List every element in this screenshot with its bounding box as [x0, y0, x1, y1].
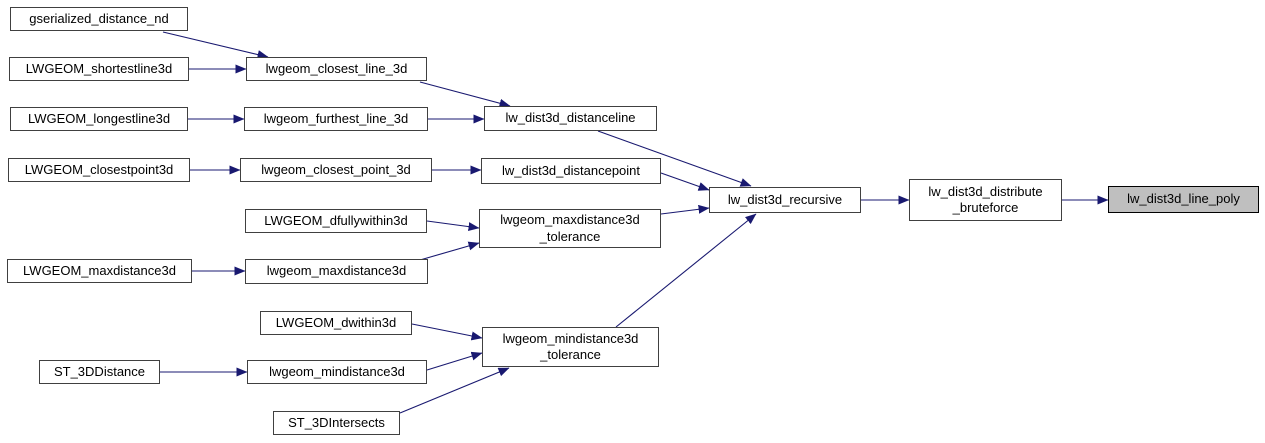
edge-lwgeom_mindistance3d_tolerance-lw_dist3d_recursive [615, 213, 757, 328]
node-lwgeom-dwithin3d[interactable]: LWGEOM_dwithin3d [260, 311, 412, 335]
node-lwgeom-closest-line-3d[interactable]: lwgeom_closest_line_3d [246, 57, 427, 81]
node-lw-dist3d-distancepoint[interactable]: lw_dist3d_distancepoint [481, 158, 661, 184]
node-lwgeom-closestpoint3d[interactable]: LWGEOM_closestpoint3d [8, 158, 190, 182]
node-lwgeom-furthest-line-3d[interactable]: lwgeom_furthest_line_3d [244, 107, 428, 131]
node-lwgeom-mindistance3d[interactable]: lwgeom_mindistance3d [247, 360, 427, 384]
node-lw-dist3d-distanceline[interactable]: lw_dist3d_distanceline [484, 106, 657, 131]
node-lw-dist3d-recursive[interactable]: lw_dist3d_recursive [709, 187, 861, 213]
node-lw-dist3d-distribute-bruteforce[interactable]: lw_dist3d_distribute _bruteforce [909, 179, 1062, 221]
edge-lw_dist3d_distanceline-lw_dist3d_recursive [597, 130, 752, 187]
node-lwgeom-closest-point-3d[interactable]: lwgeom_closest_point_3d [240, 158, 432, 182]
edge-gserialized_distance_nd-lwgeom_closest_line_3d [162, 31, 269, 59]
edge-lw_dist3d_distancepoint-lw_dist3d_recursive [660, 172, 710, 191]
edge-ST_3DIntersects-lwgeom_mindistance3d_tolerance [399, 367, 510, 414]
edge-LWGEOM_dwithin3d-lwgeom_mindistance3d_tolerance [411, 323, 483, 341]
node-lwgeom-maxdistance3d[interactable]: lwgeom_maxdistance3d [245, 259, 428, 284]
edge-LWGEOM_dfullywithin3d-lwgeom_maxdistance3d_tolerance [426, 220, 480, 232]
node-lwgeom-longestline3d[interactable]: LWGEOM_longestline3d [10, 107, 188, 131]
edge-lwgeom_mindistance3d-lwgeom_mindistance3d_tolerance [426, 351, 483, 371]
edge-lwgeom_closest_line_3d-lw_dist3d_distanceline [419, 81, 511, 108]
node-st-3dintersects[interactable]: ST_3DIntersects [273, 411, 400, 435]
node-st-3ddistance[interactable]: ST_3DDistance [39, 360, 160, 384]
node-lwgeom-shortestline3d[interactable]: LWGEOM_shortestline3d [9, 57, 189, 81]
node-lwgeom-mindistance3d-tolerance[interactable]: lwgeom_mindistance3d _tolerance [482, 327, 659, 367]
node-lwgeom-maxdistance3d-tolerance[interactable]: lwgeom_maxdistance3d _tolerance [479, 209, 661, 248]
node-lwgeom-maxdistance3d-caps[interactable]: LWGEOM_maxdistance3d [7, 259, 192, 283]
node-lwgeom-dfullywithin3d[interactable]: LWGEOM_dfullywithin3d [245, 209, 427, 233]
edge-lwgeom_maxdistance3d_tolerance-lw_dist3d_recursive [660, 204, 710, 215]
edge-lwgeom_maxdistance3d-lwgeom_maxdistance3d_tolerance [419, 241, 480, 261]
node-gserialized-distance-nd[interactable]: gserialized_distance_nd [10, 7, 188, 31]
node-lw-dist3d-line-poly: lw_dist3d_line_poly [1108, 186, 1259, 213]
